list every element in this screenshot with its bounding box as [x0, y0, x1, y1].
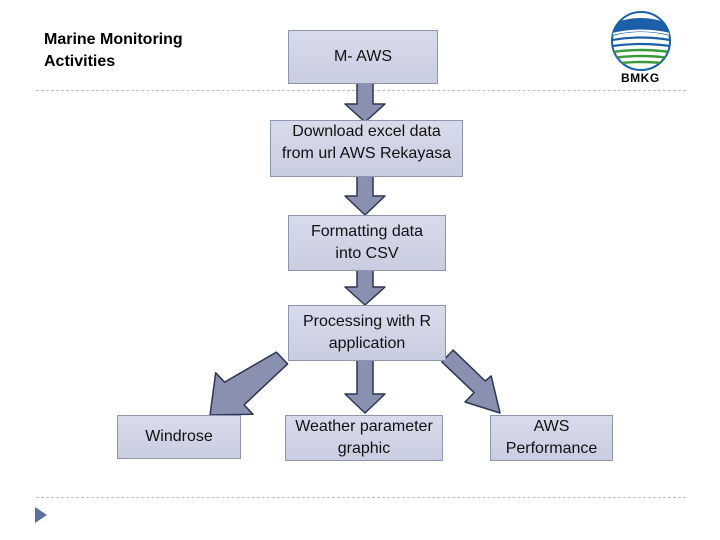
arrow-download-to-format — [344, 175, 386, 216]
arrow-format-to-process — [344, 269, 386, 306]
bmkg-logo-icon — [611, 11, 671, 71]
output-weather-label: Weather parameter graphic — [295, 418, 433, 457]
slide-title-line-2: Activities — [44, 53, 116, 70]
arrow-process-to-performance — [441, 349, 501, 414]
arrow-process-to-weather — [344, 359, 386, 414]
output-performance-label: AWS Performance — [505, 418, 598, 457]
arrow-source-to-download — [344, 82, 386, 123]
step-source-box: M- AWS — [288, 30, 438, 84]
step-download-box: Download excel data from url AWS Rekayas… — [270, 120, 463, 177]
output-performance-box: AWS Performance — [490, 415, 613, 461]
arrow-process-to-windrose — [209, 351, 289, 416]
bottom-divider — [36, 497, 686, 498]
step-process-box: Processing with R application — [288, 305, 446, 361]
step-format-label: Formatting data into CSV — [310, 223, 424, 262]
next-slide-icon[interactable] — [34, 506, 48, 524]
step-process-label: Processing with R application — [302, 313, 432, 352]
step-format-box: Formatting data into CSV — [288, 215, 446, 271]
step-download-label: Download excel data from url AWS Rekayas… — [281, 123, 452, 162]
slide-title: Marine Monitoring Activities — [44, 29, 244, 73]
output-windrose-box: Windrose — [117, 415, 241, 459]
output-weather-box: Weather parameter graphic — [285, 415, 443, 461]
output-windrose-label: Windrose — [145, 428, 213, 445]
step-source-label: M- AWS — [333, 48, 393, 65]
logo-label: BMKG — [621, 71, 660, 85]
slide-title-line-1: Marine Monitoring — [44, 31, 183, 48]
